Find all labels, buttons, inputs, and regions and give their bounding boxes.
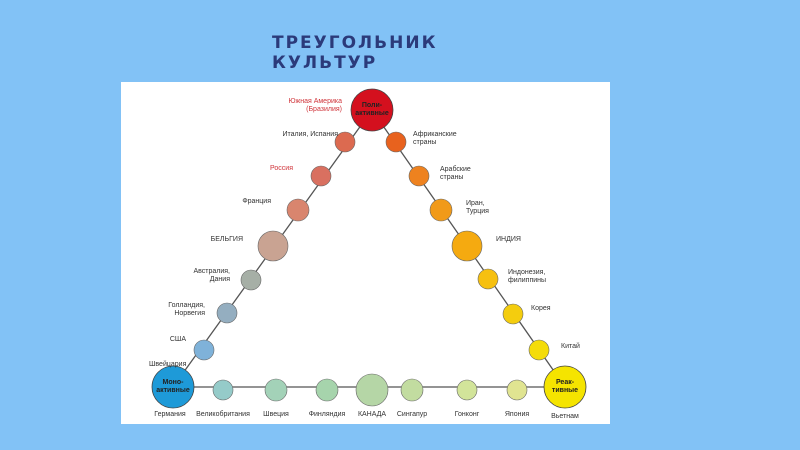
vertex-multi-active-example: (Бразилия) (306, 106, 342, 113)
right-side-node (502, 303, 524, 325)
diagram-panel (121, 82, 610, 424)
bottom-side-node (264, 378, 288, 402)
bottom-side-node (315, 378, 339, 402)
right-side-node (408, 165, 430, 187)
bottom-side-node (506, 379, 528, 401)
bottom-side-node-label: Финляндия (309, 411, 346, 418)
bottom-side-node-label: Швеция (263, 411, 289, 418)
vertex-mono-active-label: активные (156, 387, 190, 394)
left-side-node (240, 269, 262, 291)
vertex-mono-active (151, 365, 195, 409)
bottom-side-node-label: Япония (505, 411, 530, 418)
right-side-node-label: филиппины (508, 277, 546, 284)
right-side-node (528, 339, 550, 361)
right-side-node-label: Африканские (413, 131, 457, 138)
right-side-node (451, 230, 483, 262)
left-side-node (334, 131, 356, 153)
vertex-multi-active (350, 88, 394, 132)
right-side-node (429, 198, 453, 222)
triangle-outline (172, 108, 567, 388)
left-side-node (310, 165, 332, 187)
bottom-side-node-label: Великобритания (196, 410, 250, 418)
vertex-mono-active-label: Моно- (163, 379, 185, 386)
left-side-node-label: БЕЛЬГИЯ (211, 236, 243, 243)
right-side-node-label: Арабские (440, 165, 471, 173)
title-line-2: КУЛЬТУР (272, 53, 378, 73)
left-side-node-label: Франция (242, 198, 271, 205)
bottom-side-node-label: КАНАДА (358, 411, 386, 418)
bottom-side-node-label: Гонконг (455, 411, 480, 418)
bottom-side-node-label: Сингапур (397, 411, 427, 418)
left-side-node (286, 198, 310, 222)
left-side-node-label: Италия, Испания (282, 131, 338, 138)
vertex-reactive-label: тивные (552, 387, 578, 394)
left-side-node-label: Дания (210, 276, 230, 283)
bottom-side-node (355, 373, 389, 407)
left-side-node (257, 230, 289, 262)
right-side-node-label: страны (440, 174, 463, 181)
vertex-reactive-example: Вьетнам (551, 413, 579, 420)
bottom-side-node (400, 378, 424, 402)
left-side-node-label: Голландия, (168, 302, 205, 309)
vertex-multi-active-label: Поли- (362, 102, 383, 109)
left-side-node (216, 302, 238, 324)
left-side-node (193, 339, 215, 361)
vertex-multi-active-example: Южная Америка (288, 98, 342, 105)
vertex-mono-active-example-top: Швейцария (149, 360, 187, 368)
vertex-reactive (543, 365, 587, 409)
right-side-node-label: ИНДИЯ (496, 236, 521, 243)
right-side-node-label: Иран, (466, 200, 485, 207)
right-side-node-label: Турция (466, 208, 489, 215)
left-side-node-label: США (170, 336, 186, 343)
left-side-node-label: Норвегия (174, 310, 205, 317)
vertex-reactive-label: Реак- (556, 379, 575, 386)
bottom-side-node (456, 379, 478, 401)
right-side-node (385, 131, 407, 153)
bottom-side-node (212, 379, 234, 401)
title-line-1: ТРЕУГОЛЬНИК (272, 33, 438, 53)
vertex-multi-active-label: активные (355, 110, 389, 117)
right-side-node-label: Китай (561, 342, 580, 350)
right-side-node (477, 268, 499, 290)
vertex-mono-active-example-bottom: Германия (154, 411, 186, 418)
right-side-node-label: Корея (531, 305, 551, 312)
left-side-node-label: Австралия, (193, 268, 230, 275)
right-side-node-label: страны (413, 139, 436, 146)
right-side-node-label: Индонезия, (508, 269, 545, 276)
slide-title: ТРЕУГОЛЬНИК КУЛЬТУР (272, 33, 438, 73)
left-side-node-label: Россия (270, 165, 293, 172)
